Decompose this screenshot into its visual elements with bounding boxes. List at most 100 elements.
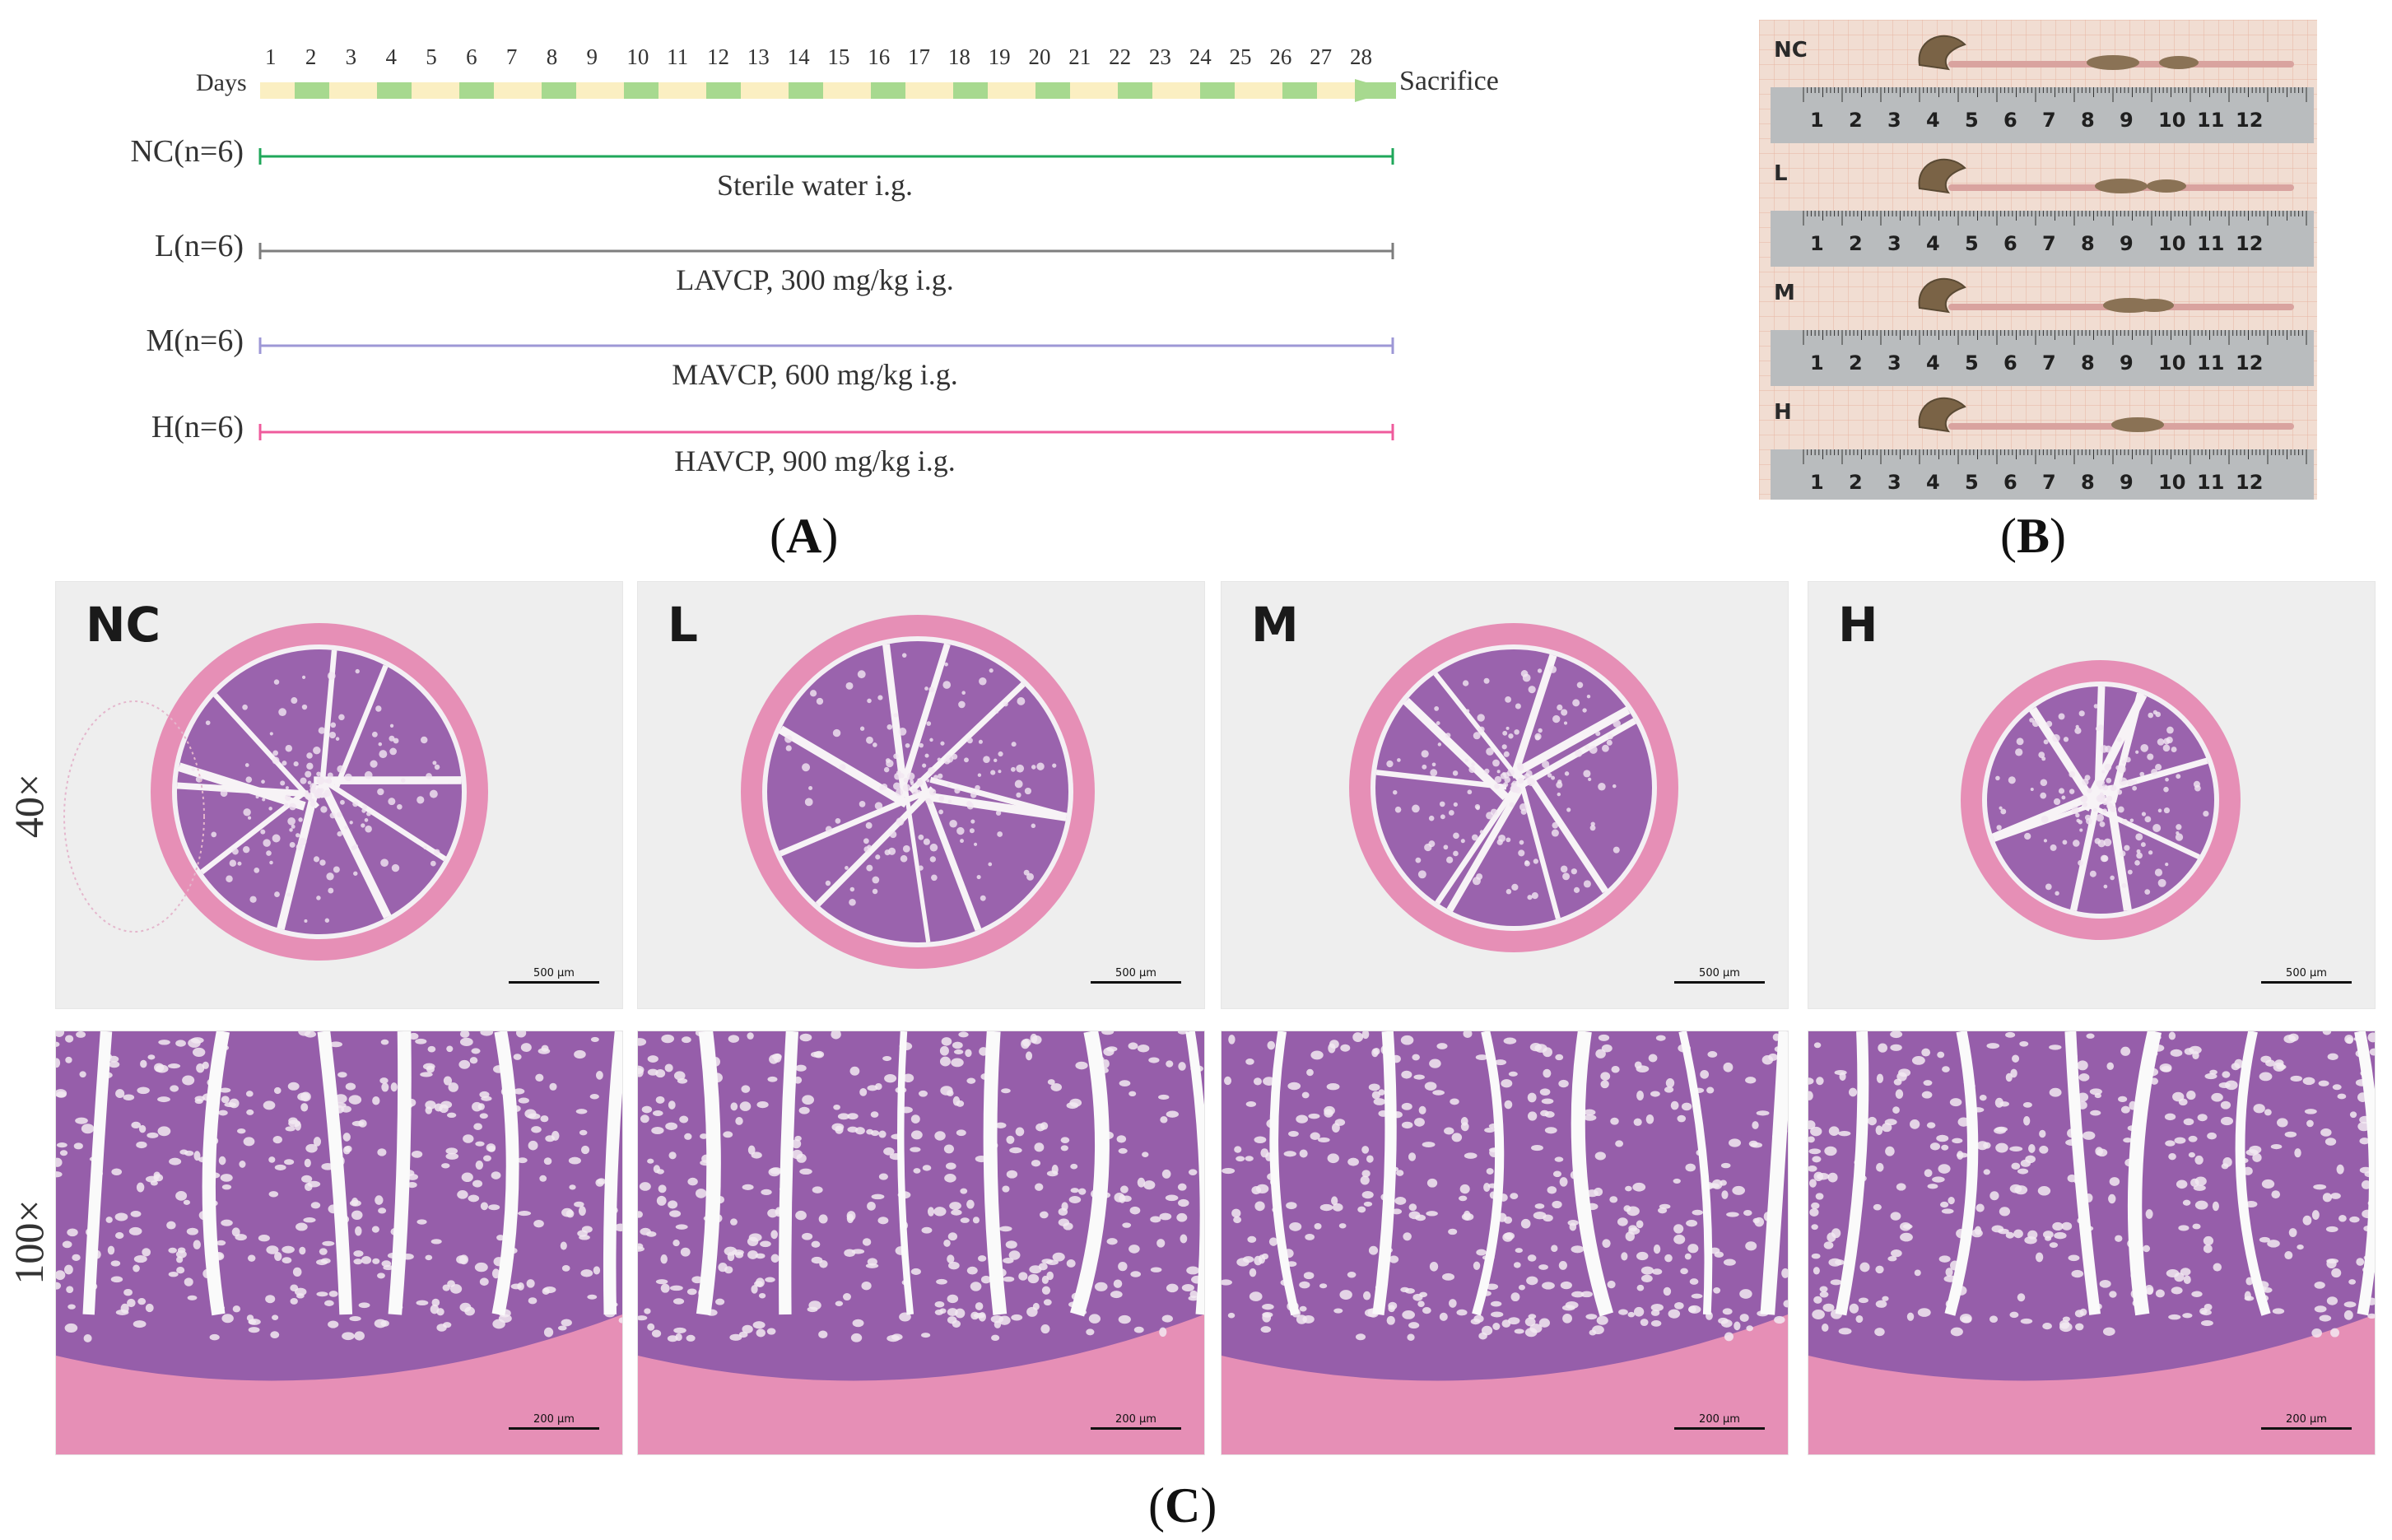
ruler-number: 9 — [2120, 471, 2134, 494]
ruler-number: 1 — [1810, 232, 1824, 255]
timeline-segment — [377, 82, 412, 99]
ruler-number: 10 — [2158, 109, 2186, 132]
scale-bar-label: 200 µm — [1115, 1413, 1156, 1426]
ruler-number: 2 — [1849, 232, 1863, 255]
day-number: 24 — [1189, 44, 1212, 69]
scale-bar: 500 µm — [1091, 967, 1181, 984]
ruler-number: 1 — [1810, 351, 1824, 375]
ruler-number: 2 — [1849, 471, 1863, 494]
day-number: 6 — [466, 44, 477, 69]
scale-bar-label: 200 µm — [2286, 1413, 2327, 1426]
timeline-segment — [542, 82, 576, 99]
group-treatment: LAVCP, 300 mg/kg i.g. — [676, 263, 954, 296]
ruler-number: 6 — [2003, 232, 2017, 255]
histology-image: 200 µm — [637, 1031, 1205, 1455]
day-number: 21 — [1068, 44, 1091, 69]
group-line — [258, 336, 1394, 356]
ruler-number: 10 — [2158, 351, 2186, 375]
scale-bar-line — [1091, 981, 1181, 984]
timeline-arrowhead — [1355, 79, 1394, 102]
timeline-segment — [295, 82, 329, 99]
colon-specimen — [1915, 28, 2302, 77]
day-number: 13 — [747, 44, 770, 69]
photo-row-label: L — [1774, 161, 1788, 186]
group-treatment: MAVCP, 600 mg/kg i.g. — [672, 358, 958, 391]
ruler-number: 7 — [2042, 351, 2056, 375]
group-name: H(n=6) — [151, 410, 244, 444]
group-name: M(n=6) — [146, 323, 244, 358]
timeline-segment — [1282, 82, 1317, 99]
timeline-segment — [706, 82, 741, 99]
caption-c: (C) — [1148, 1478, 1217, 1533]
ruler-number: 3 — [1887, 351, 1901, 375]
day-number: 25 — [1229, 44, 1252, 69]
caption-b: (B) — [2000, 509, 2066, 563]
scale-bar: 200 µm — [1674, 1413, 1765, 1430]
day-number: 15 — [827, 44, 850, 69]
ruler-number: 11 — [2197, 471, 2225, 494]
scale-bar: 200 µm — [509, 1413, 599, 1430]
group-name: L(n=6) — [155, 229, 244, 263]
timeline-segment — [1118, 82, 1152, 99]
photo-row-label: NC — [1774, 38, 1808, 63]
histology-image: 200 µm — [1221, 1031, 1789, 1455]
scale-bar-label: 500 µm — [1115, 967, 1156, 979]
colon-specimen — [1915, 151, 2302, 201]
scale-bar-line — [1674, 981, 1765, 984]
ruler-number: 5 — [1965, 471, 1979, 494]
ruler-number: 10 — [2158, 232, 2186, 255]
ruler-number: 8 — [2081, 109, 2095, 132]
scale-bar: 200 µm — [1091, 1413, 1181, 1430]
ruler-number: 9 — [2120, 351, 2134, 375]
ruler-number: 6 — [2003, 109, 2017, 132]
timeline-segment — [871, 82, 905, 99]
ruler-number: 7 — [2042, 109, 2056, 132]
timeline-segment — [624, 82, 658, 99]
ruler-number: 4 — [1926, 109, 1940, 132]
group-line — [258, 422, 1394, 442]
ruler-number: 11 — [2197, 351, 2225, 375]
scale-bar-label: 200 µm — [533, 1413, 575, 1426]
scale-bar: 500 µm — [1674, 967, 1765, 984]
ruler-number: 5 — [1965, 232, 1979, 255]
timeline-segment — [953, 82, 988, 99]
ruler-number: 9 — [2120, 109, 2134, 132]
group-line — [258, 241, 1394, 261]
group-label: M — [1251, 597, 1299, 653]
day-number: 12 — [706, 44, 729, 69]
ruler-number: 10 — [2158, 471, 2186, 494]
scale-bar-label: 200 µm — [1699, 1413, 1740, 1426]
caption-a: (A) — [770, 509, 839, 563]
photo-row-label: H — [1774, 400, 1792, 425]
mag-label-40: 40× — [6, 773, 52, 839]
ruler-number: 3 — [1887, 109, 1901, 132]
group-line — [258, 147, 1394, 166]
day-number: 10 — [626, 44, 649, 69]
timeline-segment — [789, 82, 823, 99]
day-number: 26 — [1269, 44, 1292, 69]
day-number: 3 — [345, 44, 357, 69]
scale-bar-line — [509, 1427, 599, 1430]
days-label: Days — [196, 69, 247, 96]
day-number: 28 — [1350, 44, 1372, 69]
ruler-number: 8 — [2081, 232, 2095, 255]
histology-image: M 500 µm — [1221, 581, 1789, 1009]
day-number: 11 — [667, 44, 689, 69]
ruler-number: 12 — [2236, 232, 2264, 255]
ruler-number: 6 — [2003, 471, 2017, 494]
day-number: 5 — [426, 44, 437, 69]
ruler-number: 8 — [2081, 351, 2095, 375]
day-number: 1 — [265, 44, 277, 69]
day-number: 23 — [1148, 44, 1171, 69]
colon-specimen — [1915, 271, 2302, 320]
ruler-number: 11 — [2197, 109, 2225, 132]
